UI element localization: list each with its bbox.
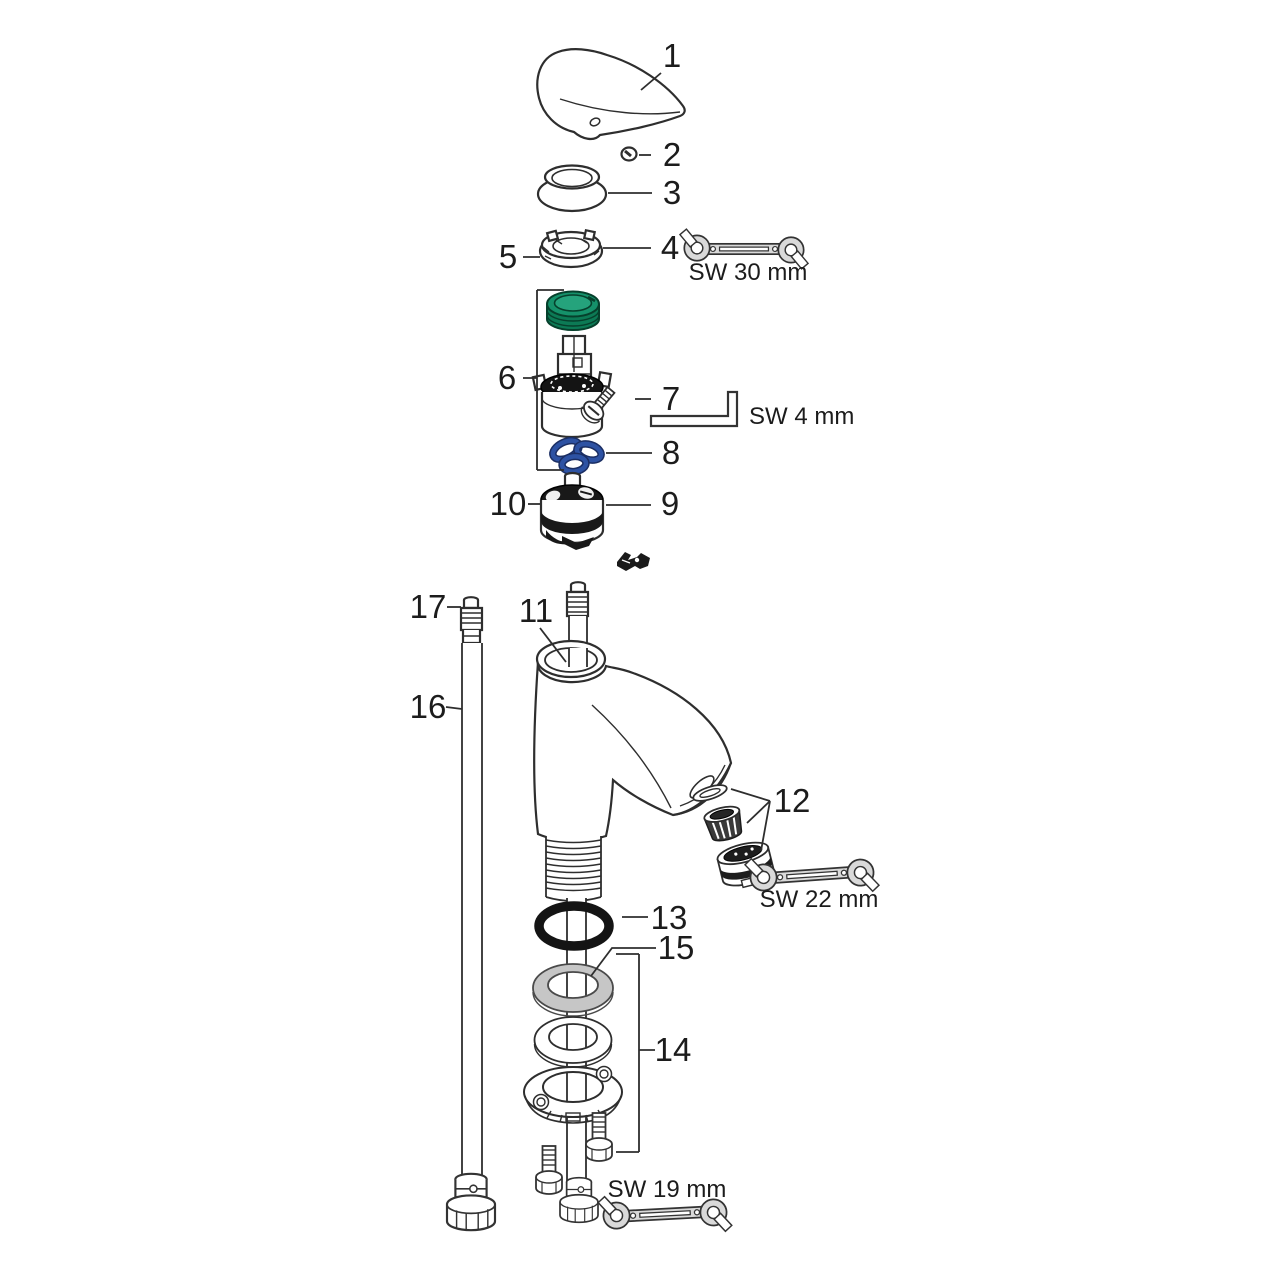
retaining-clip [617,552,650,571]
callout-9: 9 [661,485,679,522]
flange-bolt-right [585,1112,613,1162]
wrench-sw22-label: SW 22 mm [760,886,879,913]
callout-2: 2 [663,136,681,173]
cartridge-cap [546,290,600,331]
connection-hose [445,596,497,1232]
aerator-insert [703,805,743,842]
hex-key-sw4 [649,390,739,428]
o-ring [534,901,614,951]
valve-unit [539,471,605,550]
pipe-end-nut [559,1176,599,1224]
callout-13: 13 [651,899,688,936]
cartridge-assembly [531,290,613,439]
wrench-sw19-label: SW 19 mm [608,1176,727,1203]
callout-10: 10 [490,485,527,522]
callout-11: 11 [519,592,553,629]
callout-1: 1 [663,37,681,74]
escutcheon-sleeve [536,164,608,213]
seal-ring-set [549,436,605,476]
callout-4: 4 [661,229,679,266]
callout-6: 6 [498,359,516,396]
callout-lines [445,72,771,1153]
callout-17: 17 [410,588,447,625]
callout-12: 12 [774,782,811,819]
cartridge-retaining-nut [538,228,604,269]
callout-7: 7 [662,380,680,417]
set-screw [580,385,616,424]
faucet-body [533,639,733,902]
mounting-flange [522,1065,624,1124]
callout-16: 16 [410,688,447,725]
callout-14: 14 [655,1031,692,1068]
callout-15: 15 [658,929,695,966]
hex-key-sw4-label: SW 4 mm [749,403,854,430]
hose-end-nut [445,1172,497,1232]
friction-washer [532,963,614,1017]
callout-5: 5 [499,238,517,275]
callout-8: 8 [662,434,680,471]
handle-screw [620,146,638,162]
threaded-shank [545,836,602,902]
wrench-sw30-label: SW 30 mm [689,259,808,286]
aerator-gasket [692,784,728,802]
lever-handle [536,48,686,141]
flange-bolt-left [535,1145,563,1195]
callout-3: 3 [663,174,681,211]
